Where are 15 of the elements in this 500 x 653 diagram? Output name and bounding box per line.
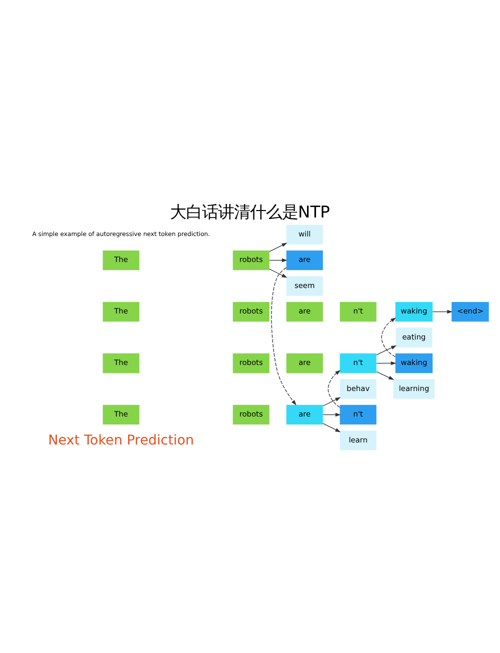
arrow <box>376 371 394 380</box>
arrow <box>328 370 341 408</box>
arrow <box>432 310 453 314</box>
label: Next Token Prediction <box>48 432 194 449</box>
arrow <box>269 258 288 262</box>
arrow <box>322 412 341 417</box>
diagram-title: 大白话讲清什么是NTP <box>170 202 330 222</box>
arrow <box>376 361 396 366</box>
arrow <box>269 242 288 252</box>
arrow <box>381 318 396 358</box>
arrow <box>322 423 341 432</box>
arrow <box>269 268 288 278</box>
arrow <box>376 345 397 356</box>
arrow <box>271 267 296 406</box>
arrow <box>322 397 341 406</box>
